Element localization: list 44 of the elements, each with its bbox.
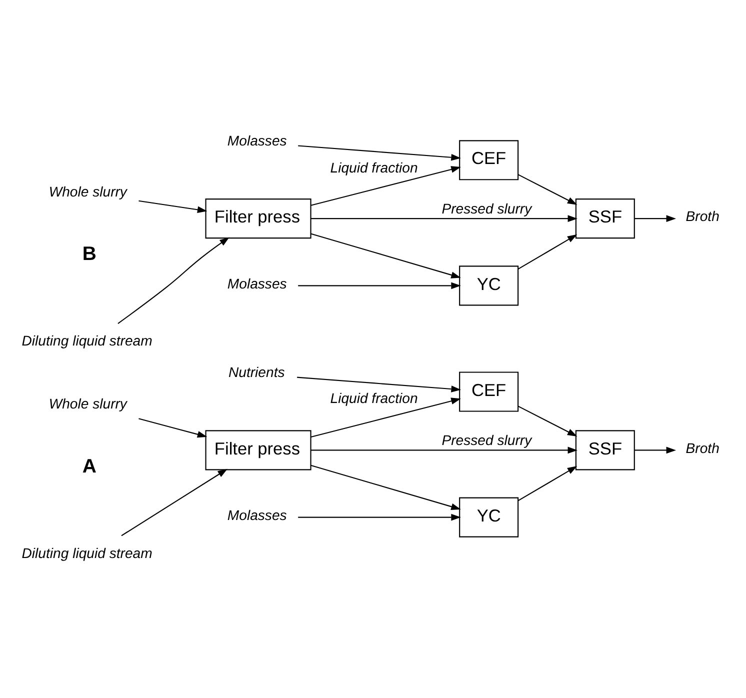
arrow bbox=[138, 200, 208, 214]
arrow bbox=[121, 468, 228, 536]
arrow bbox=[298, 514, 461, 521]
node-box: Filter press bbox=[205, 198, 312, 239]
label: B bbox=[82, 243, 96, 266]
node-text: Molasses bbox=[227, 132, 287, 148]
node-box: Filter press bbox=[205, 430, 312, 470]
arrow bbox=[310, 166, 461, 206]
node-text: Whole slurry bbox=[48, 395, 127, 412]
edge-label: Liquid fraction bbox=[330, 390, 418, 406]
arrow bbox=[634, 446, 676, 454]
node-text: Molasses bbox=[227, 275, 287, 292]
arrow bbox=[310, 446, 578, 454]
node-text: Broth bbox=[686, 208, 720, 224]
arrow bbox=[297, 376, 461, 392]
arrow bbox=[310, 398, 461, 438]
node-text: Diluting liquid stream bbox=[22, 332, 152, 349]
node-box: CEF bbox=[459, 140, 519, 180]
arrow bbox=[518, 406, 578, 436]
arrow bbox=[518, 466, 578, 502]
arrow bbox=[298, 145, 461, 161]
node-text: Molasses bbox=[227, 506, 287, 523]
edge-label: Pressed slurry bbox=[442, 200, 532, 217]
arrow bbox=[138, 418, 208, 438]
node-text: Broth bbox=[686, 440, 720, 456]
label: A bbox=[82, 455, 96, 478]
arrow bbox=[310, 464, 461, 510]
node-text: Whole slurry bbox=[48, 183, 127, 200]
node-box: SSF bbox=[575, 430, 635, 470]
node-box: CEF bbox=[459, 372, 519, 412]
node-text: Diluting liquid stream bbox=[22, 544, 152, 561]
node-box: YC bbox=[459, 497, 519, 538]
edge-label: Pressed slurry bbox=[442, 432, 532, 448]
arrow bbox=[298, 282, 461, 290]
arrow bbox=[118, 237, 230, 324]
arrow bbox=[518, 234, 578, 270]
node-box: SSF bbox=[575, 198, 635, 239]
arrow bbox=[518, 174, 578, 205]
arrow bbox=[310, 215, 578, 222]
arrow bbox=[634, 215, 676, 222]
node-box: YC bbox=[459, 266, 519, 306]
node-text: Nutrients bbox=[228, 364, 285, 380]
edge-label: Liquid fraction bbox=[330, 159, 418, 176]
arrow bbox=[310, 233, 461, 278]
